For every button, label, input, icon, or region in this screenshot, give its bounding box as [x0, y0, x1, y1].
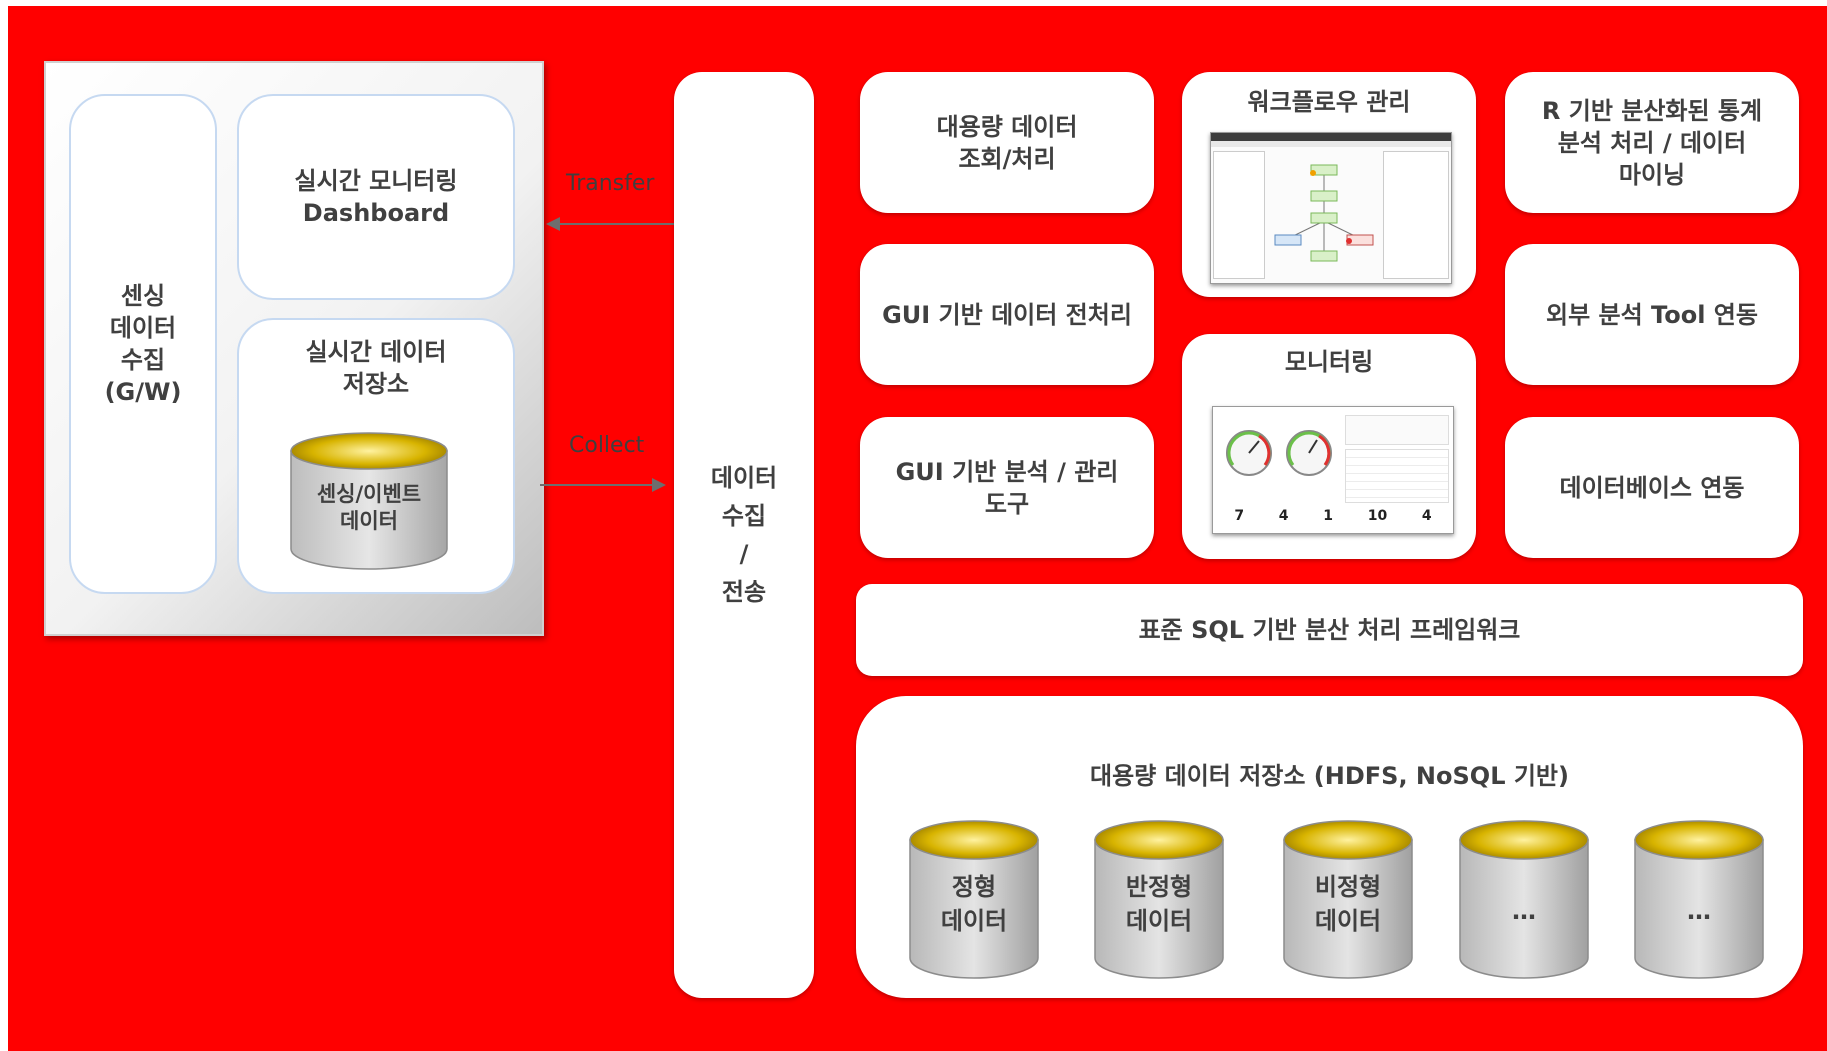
gui-preprocess-box: GUI 기반 데이터 전처리	[860, 244, 1154, 385]
external-tool-label: 외부 분석 Tool 연동	[1546, 300, 1758, 329]
realtime-storage-label: 실시간 데이터 저장소	[305, 338, 447, 398]
arrows	[540, 217, 675, 492]
sensing-event-data-cylinder: 센싱/이벤트 데이터	[289, 431, 449, 571]
gateway-panel: 센싱 데이터 수집 (G/W) 실시간 모니터링 Dashboard 실시간 데…	[44, 61, 544, 636]
database-icon	[290, 432, 448, 570]
external-tool-box: 외부 분석 Tool 연동	[1505, 244, 1799, 385]
sql-framework-bar: 표준 SQL 기반 분산 처리 프레임워크	[856, 584, 1803, 676]
collect-label: Collect	[569, 433, 645, 458]
monitoring-dashboard-box: 실시간 모니터링 Dashboard	[237, 94, 515, 300]
workflow-box: 워크플로우 관리	[1182, 72, 1476, 297]
monitoring-label: 모니터링	[1284, 348, 1374, 376]
count-value: 4	[1278, 508, 1289, 524]
database-icon	[1094, 820, 1224, 979]
gauge-icons	[1226, 430, 1332, 476]
database-icon	[909, 820, 1039, 979]
gui-analysis-label: GUI 기반 분석 / 관리 도구	[895, 457, 1119, 518]
sql-framework-label: 표준 SQL 기반 분산 처리 프레임워크	[1138, 616, 1521, 644]
database-icon	[1634, 820, 1764, 979]
storage-cylinder: 정형 데이터	[908, 818, 1040, 980]
storage-cylinder: 반정형 데이터	[1093, 818, 1225, 980]
database-icon	[1459, 820, 1589, 979]
bigdata-query-label: 대용량 데이터 조회/처리	[936, 112, 1078, 173]
storage-cylinder-label: …	[1687, 897, 1711, 925]
count-value: 10	[1367, 508, 1388, 524]
monitoring-dashboard-label: 실시간 모니터링 Dashboard	[294, 167, 458, 227]
storage-cylinder-label: …	[1512, 897, 1536, 925]
sensing-gateway-label: 센싱 데이터 수집 (G/W)	[104, 282, 182, 406]
transfer-arrowhead	[546, 217, 560, 231]
r-analysis-label: R 기반 분산화된 통계 분석 처리 / 데이터 마이닝	[1541, 96, 1763, 189]
sensing-gateway-box: 센싱 데이터 수집 (G/W)	[69, 94, 217, 594]
monitoring-counts: 7 4 1 10 4	[1217, 503, 1449, 529]
r-analysis-box: R 기반 분산화된 통계 분석 처리 / 데이터 마이닝	[1505, 72, 1799, 213]
monitoring-box: 모니터링 7 4 1 10 4	[1182, 334, 1476, 559]
workflow-screenshot	[1210, 132, 1452, 284]
bigdata-storage-title: 대용량 데이터 저장소 (HDFS, NoSQL 기반)	[1090, 762, 1569, 790]
collect-arrowhead	[652, 478, 666, 492]
db-link-label: 데이터베이스 연동	[1559, 473, 1745, 502]
database-icon	[1283, 820, 1413, 979]
workflow-graph	[1274, 164, 1374, 262]
count-value: 7	[1234, 508, 1245, 524]
transfer-label: Transfer	[566, 171, 655, 196]
workflow-label: 워크플로우 관리	[1247, 88, 1411, 116]
gui-analysis-box: GUI 기반 분석 / 관리 도구	[860, 417, 1154, 558]
collect-transfer-label: 데이터 수집 / 전송	[710, 464, 778, 606]
storage-cylinder-label: 정형 데이터	[940, 873, 1008, 935]
gui-preprocess-label: GUI 기반 데이터 전처리	[882, 300, 1132, 329]
monitoring-screenshot: 7 4 1 10 4	[1212, 406, 1454, 534]
storage-cylinder-label: 비정형 데이터	[1314, 873, 1382, 935]
bigdata-query-box: 대용량 데이터 조회/처리	[860, 72, 1154, 213]
storage-cylinder: …	[1458, 818, 1590, 980]
storage-cylinder: 비정형 데이터	[1282, 818, 1414, 980]
sensing-event-data-label: 센싱/이벤트 데이터	[316, 482, 422, 533]
storage-cylinder-label: 반정형 데이터	[1125, 873, 1193, 935]
db-link-box: 데이터베이스 연동	[1505, 417, 1799, 558]
count-value: 4	[1421, 508, 1432, 524]
count-value: 1	[1323, 508, 1333, 524]
collect-transfer-column: 데이터 수집 / 전송	[674, 72, 814, 998]
storage-cylinder: …	[1633, 818, 1765, 980]
